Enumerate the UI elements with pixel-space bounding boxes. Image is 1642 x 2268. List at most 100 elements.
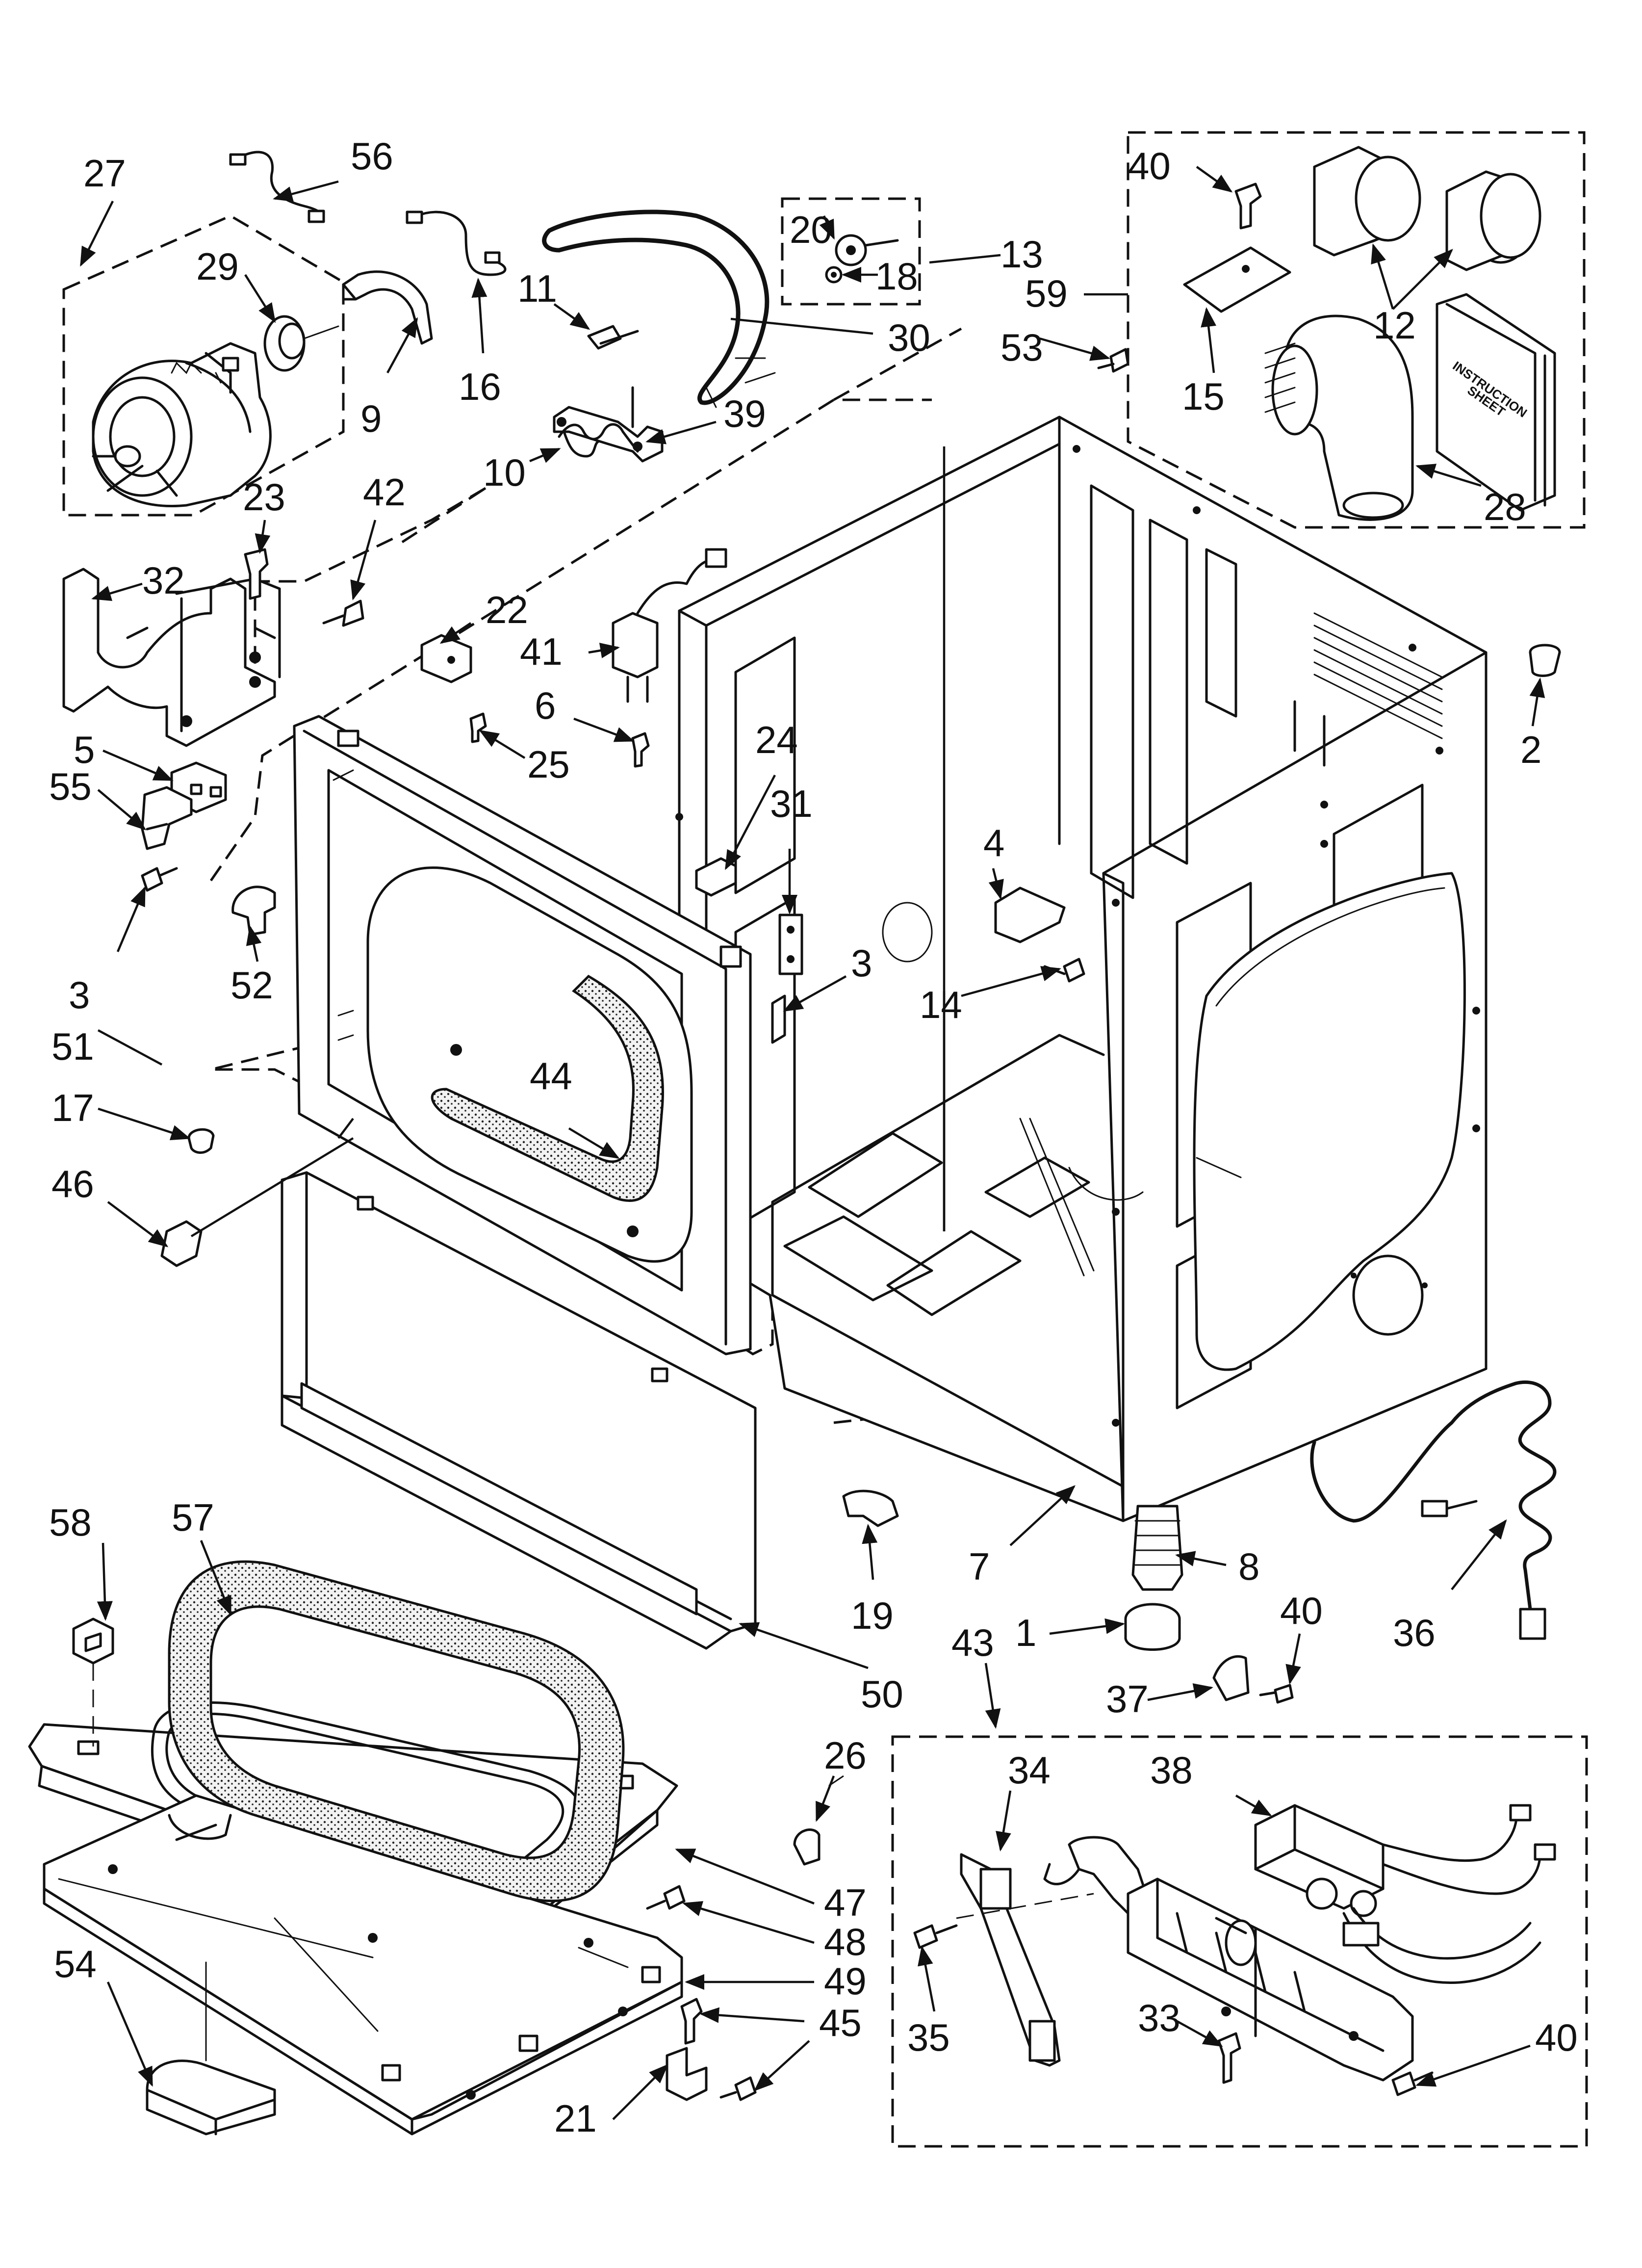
screw-40a bbox=[1234, 182, 1262, 230]
label-14: 14 bbox=[920, 983, 962, 1026]
label-1: 1 bbox=[1015, 1611, 1036, 1654]
screw-25 bbox=[469, 712, 487, 743]
screw-6 bbox=[631, 732, 650, 768]
belt-guide-dash bbox=[401, 487, 487, 544]
gas-valve-assembly bbox=[913, 1804, 1556, 2096]
label-35: 35 bbox=[907, 2016, 950, 2059]
label-40-top: 40 bbox=[1128, 144, 1171, 187]
motor-mount bbox=[62, 568, 281, 850]
label-5: 5 bbox=[74, 728, 95, 771]
label-45: 45 bbox=[819, 2001, 862, 2044]
screw-45a bbox=[680, 1998, 703, 2045]
leader-lines bbox=[79, 166, 1545, 2120]
label-54: 54 bbox=[54, 1942, 97, 1985]
label-48: 48 bbox=[824, 1920, 867, 1963]
anchor-bracket bbox=[666, 2047, 708, 2101]
motor-clamp bbox=[342, 270, 433, 345]
label-22: 22 bbox=[486, 588, 528, 631]
harness-clip bbox=[842, 1489, 899, 1527]
screw-17 bbox=[187, 1128, 215, 1154]
cord-clamp bbox=[1212, 1655, 1250, 1701]
foot-cap bbox=[1529, 644, 1561, 677]
drum-seal bbox=[168, 1560, 625, 1903]
label-21: 21 bbox=[554, 2097, 597, 2140]
label-53: 53 bbox=[1001, 326, 1043, 369]
label-36: 36 bbox=[1393, 1611, 1436, 1654]
label-50: 50 bbox=[861, 1672, 903, 1716]
cord-coil bbox=[1514, 1380, 1557, 1611]
wire-clip bbox=[231, 886, 276, 936]
screw-35 bbox=[913, 1924, 938, 1949]
label-13: 13 bbox=[1001, 233, 1043, 276]
idler-spring bbox=[558, 423, 639, 453]
label-55: 55 bbox=[49, 765, 92, 808]
front-panel-group-outline bbox=[209, 398, 932, 1356]
label-2: 2 bbox=[1520, 728, 1541, 771]
label-56: 56 bbox=[351, 134, 393, 178]
label-38: 38 bbox=[1150, 1748, 1193, 1792]
label-26: 26 bbox=[824, 1734, 867, 1777]
small-parts bbox=[72, 182, 1561, 2136]
screw-40c bbox=[1391, 2071, 1416, 2096]
belt-idler bbox=[542, 209, 899, 463]
label-4: 4 bbox=[983, 821, 1004, 864]
screw-3a bbox=[141, 867, 163, 892]
label-17: 17 bbox=[51, 1086, 94, 1129]
label-52: 52 bbox=[231, 964, 273, 1007]
label-58: 58 bbox=[49, 1501, 92, 1544]
label-43: 43 bbox=[951, 1621, 994, 1664]
screw-23 bbox=[244, 548, 269, 600]
screw-33 bbox=[1217, 2032, 1241, 2084]
motor-pulley bbox=[263, 315, 306, 372]
clip bbox=[771, 994, 786, 1044]
motor-bracket-dash bbox=[254, 487, 487, 706]
label-3-left: 3 bbox=[69, 973, 90, 1017]
label-9: 9 bbox=[360, 397, 382, 440]
label-34: 34 bbox=[1008, 1748, 1051, 1792]
label-11: 11 bbox=[517, 267, 557, 310]
label-28: 28 bbox=[1484, 485, 1526, 528]
label-42: 42 bbox=[363, 470, 406, 514]
panel-clip bbox=[160, 1220, 203, 1267]
label-24: 24 bbox=[755, 718, 798, 761]
door-seal bbox=[431, 974, 664, 1202]
label-44: 44 bbox=[530, 1054, 572, 1097]
label-18: 18 bbox=[875, 255, 918, 298]
screw-48 bbox=[663, 1885, 686, 1910]
switch-bracket bbox=[141, 786, 193, 850]
label-10: 10 bbox=[483, 451, 526, 494]
cabinet-front-dash bbox=[833, 327, 962, 401]
label-6: 6 bbox=[535, 684, 556, 727]
label-29: 29 bbox=[196, 245, 239, 288]
label-16: 16 bbox=[459, 365, 501, 408]
front-panel bbox=[293, 715, 803, 1356]
group-outlines bbox=[62, 131, 1588, 2148]
mounting-bracket bbox=[994, 886, 1066, 943]
drive-belt bbox=[542, 209, 770, 405]
label-7: 7 bbox=[969, 1545, 990, 1588]
motor-wire-harness bbox=[239, 151, 322, 220]
label-8: 8 bbox=[1238, 1545, 1259, 1588]
vent-plate bbox=[1183, 246, 1291, 313]
motor-mount-bracket bbox=[62, 568, 276, 747]
wire-lead bbox=[415, 210, 507, 276]
label-39: 39 bbox=[723, 392, 766, 435]
label-27: 27 bbox=[83, 152, 126, 195]
label-40-mid: 40 bbox=[1280, 1589, 1323, 1632]
terminal-block bbox=[420, 634, 472, 683]
label-3-right: 3 bbox=[851, 941, 872, 985]
label-25: 25 bbox=[527, 743, 570, 786]
vent-kit-group-outline bbox=[1127, 131, 1586, 529]
label-49: 49 bbox=[824, 1959, 867, 2003]
screw-42 bbox=[342, 600, 364, 627]
thermostat bbox=[612, 612, 659, 678]
screw-14 bbox=[1063, 958, 1085, 983]
label-51: 51 bbox=[51, 1025, 94, 1068]
drum-seal-ring bbox=[168, 1560, 625, 1903]
label-15: 15 bbox=[1182, 375, 1225, 418]
door-strike bbox=[778, 913, 803, 975]
power-cord bbox=[1310, 1382, 1517, 1523]
label-40-bottom: 40 bbox=[1535, 2016, 1578, 2059]
vent-elbow bbox=[1283, 314, 1414, 521]
